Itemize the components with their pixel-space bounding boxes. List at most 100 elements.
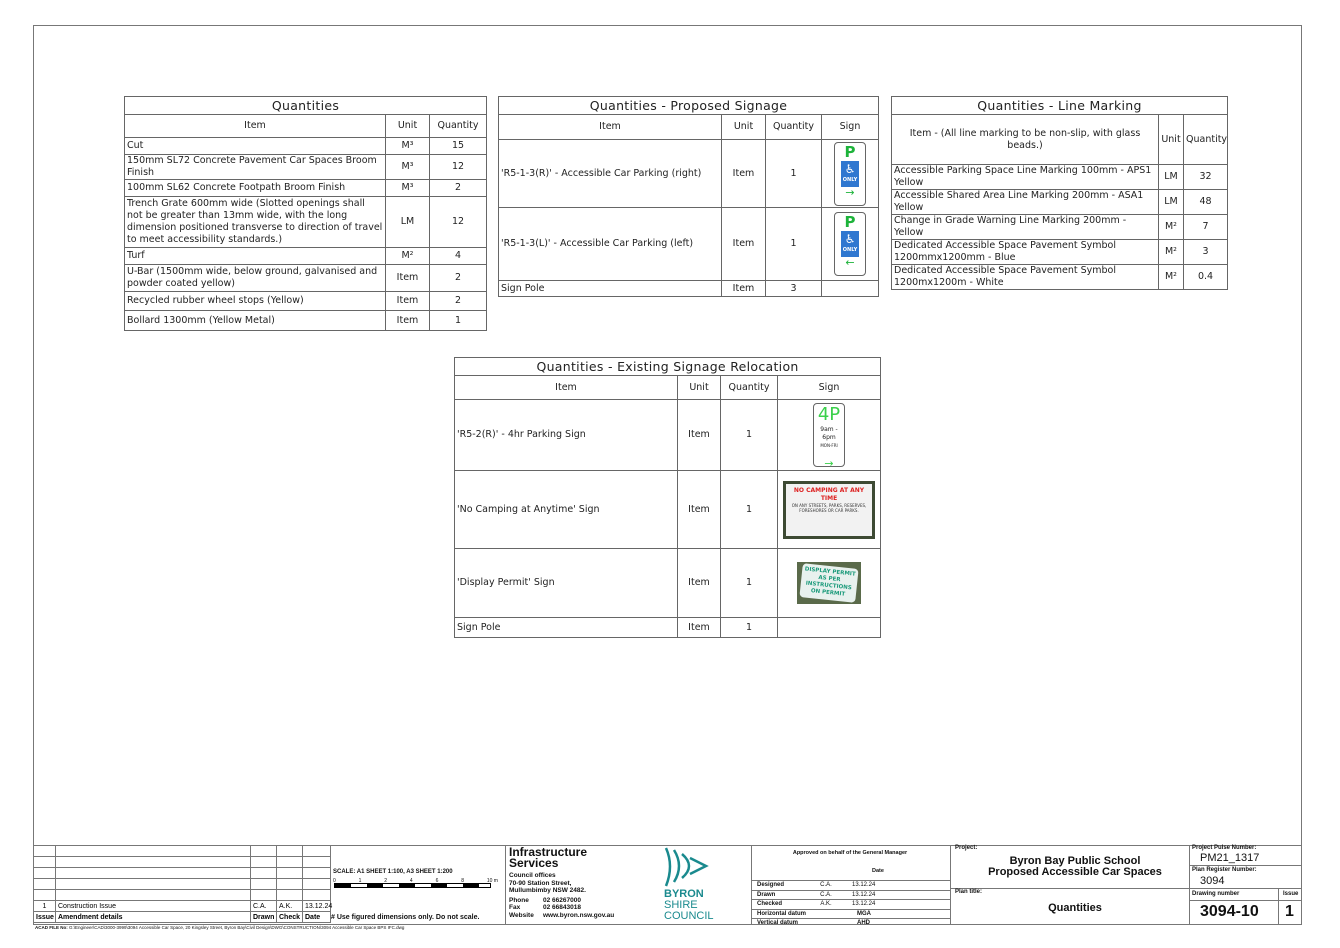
table-row: Dedicated Accessible Space Pavement Symb…	[891, 264, 1229, 290]
web-label: Website	[509, 911, 534, 919]
title-block-top-line	[33, 845, 1302, 846]
quantity-cell: 12	[428, 154, 488, 180]
table-title: Quantities - Line Marking	[890, 96, 1229, 115]
header-quantity: Quantity	[1182, 114, 1229, 165]
table-row: 100mm SL62 Concrete Footpath Broom Finis…	[124, 179, 488, 197]
item-cell: Turf	[124, 247, 386, 265]
rev-check: A.K.	[276, 900, 303, 912]
approval-date-label: Date	[872, 868, 884, 874]
divider	[505, 845, 506, 925]
by: A.K.	[820, 901, 832, 908]
fax-label: Fax	[509, 904, 521, 911]
table-row: Dedicated Accessible Space Pavement Symb…	[891, 239, 1229, 265]
header-issue: Issue	[33, 911, 56, 923]
sign-days: MON-FRI	[820, 443, 838, 448]
sign-4p: 4P	[817, 404, 841, 425]
divider	[1189, 865, 1302, 866]
sign-subtext: AS PER INSTRUCTIONS ON PERMIT	[805, 574, 852, 598]
divider	[950, 845, 951, 925]
date: 13.12.24	[852, 882, 876, 888]
table-row: Recycled rubber wheel stops (Yellow)Item…	[124, 291, 488, 311]
office-label: Council offices	[509, 872, 556, 879]
h-datum-label: Horizontal datum	[757, 910, 806, 917]
quantity-cell: 15	[428, 137, 488, 155]
item-cell: Accessible Shared Area Line Marking 200m…	[891, 189, 1159, 215]
arrow-right-icon: →	[824, 457, 834, 470]
tick: 8	[461, 878, 464, 884]
quantity-cell: 1	[720, 470, 778, 549]
sign-cell: P♿ONLY→	[820, 139, 880, 208]
header-item: Item - (All line marking to be non-slip,…	[891, 114, 1159, 165]
unit-cell: Item	[721, 139, 766, 208]
unit-cell: Item	[677, 617, 721, 638]
scale-bar	[334, 883, 491, 888]
item-cell: Dedicated Accessible Space Pavement Symb…	[891, 239, 1159, 265]
unit-cell: Item	[677, 399, 721, 471]
arrow-right-icon: →	[845, 185, 855, 199]
role: Designed	[757, 882, 785, 888]
project-subtitle: Proposed Accessible Car Spaces	[988, 866, 1162, 878]
quantity-cell: 1	[765, 207, 822, 281]
acad-path: G:\Engineer\CAD\3000-3999\3094 Accessibl…	[69, 925, 405, 930]
date: 13.12.24	[852, 901, 876, 908]
item-cell: Accessible Parking Space Line Marking 10…	[891, 164, 1159, 190]
item-cell: 150mm SL72 Concrete Pavement Car Spaces …	[124, 154, 386, 180]
phone: 02 66267000	[543, 896, 581, 904]
unit-cell: Item	[385, 291, 430, 311]
accessible-parking-sign-right: P♿ONLY→	[834, 141, 867, 206]
tick: 2	[384, 878, 388, 884]
header-quantity: Quantity	[428, 114, 488, 138]
sign-title: NO CAMPING AT ANY TIME	[793, 486, 865, 502]
item-cell: Change in Grade Warning Line Marking 200…	[891, 214, 1159, 240]
table-row: Accessible Shared Area Line Marking 200m…	[891, 189, 1229, 215]
header-unit: Unit	[385, 114, 430, 138]
rev-drawn: C.A.	[250, 900, 277, 912]
tick: 6	[435, 878, 439, 884]
sign-cell	[820, 280, 880, 297]
logo-shire: SHIRE	[664, 899, 698, 911]
table-row: Accessible Parking Space Line Marking 10…	[891, 164, 1229, 190]
quantity-cell: 7	[1182, 214, 1229, 240]
header-sign: Sign	[776, 375, 882, 400]
quantity-cell: 1	[720, 548, 778, 618]
header-amendment: Amendment details	[55, 911, 251, 923]
quantity-cell: 0.4	[1182, 264, 1229, 290]
unit-cell: M³	[385, 137, 430, 155]
acad-label: ACAD FILE No:	[35, 925, 68, 930]
project-name: Byron Bay Public School	[1009, 855, 1141, 867]
quantity-cell: 1	[428, 310, 488, 331]
quantity-cell: 3	[1182, 239, 1229, 265]
item-cell: Bollard 1300mm (Yellow Metal)	[124, 310, 386, 331]
table-row: Change in Grade Warning Line Marking 200…	[891, 214, 1229, 240]
pulse-label: Project Pulse Number:	[1192, 845, 1257, 851]
by: C.A.	[820, 882, 832, 888]
table-title: Quantities	[123, 96, 488, 115]
header-item: Item	[454, 375, 678, 400]
quantity-cell: 1	[720, 399, 778, 471]
table-row: 'R5-1-3(L)' - Accessible Car Parking (le…	[498, 207, 880, 281]
unit-cell: M²	[1158, 239, 1184, 265]
website[interactable]: www.byron.nsw.gov.au	[543, 911, 615, 919]
sign-time: 9am - 6pm	[820, 426, 838, 441]
unit-cell: Item	[677, 470, 721, 549]
role: Checked	[757, 901, 783, 908]
tick: 10 m	[486, 878, 498, 884]
project-label: Project:	[955, 845, 978, 851]
rev-issue: 1	[33, 900, 56, 912]
issue-label: Issue	[1283, 891, 1299, 897]
item-cell: 'Display Permit' Sign	[454, 548, 678, 618]
unit-cell: M²	[1158, 214, 1184, 240]
unit-cell: Item	[385, 264, 430, 292]
register-number: 3094	[1200, 875, 1225, 887]
item-cell: Sign Pole	[454, 617, 678, 638]
